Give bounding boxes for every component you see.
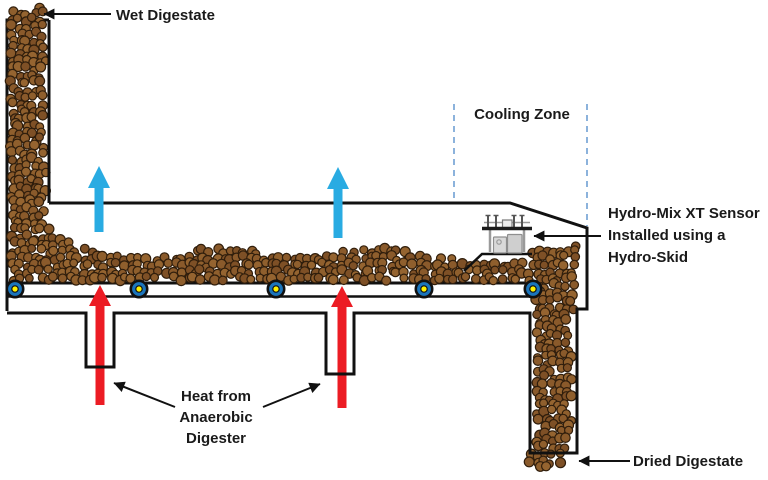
heat-label-arrow-left bbox=[113, 381, 176, 408]
heat-label-line3: Digester bbox=[186, 430, 246, 447]
belt-roller-icon bbox=[5, 279, 25, 299]
sensor-label-line2: Installed using a bbox=[608, 227, 726, 244]
hydro-skid-platform bbox=[463, 252, 532, 272]
belt-roller-icon bbox=[523, 279, 543, 299]
vapor-arrow-left bbox=[88, 166, 110, 232]
hydro-mix-sensor-icon bbox=[482, 214, 532, 254]
sensor-label-line1: Hydro-Mix XT Sensor bbox=[608, 205, 760, 222]
digestate-material bbox=[4, 2, 581, 472]
cooling-zone-label: Cooling Zone bbox=[474, 106, 570, 123]
vapor-arrow-right bbox=[327, 167, 349, 238]
wet-digestate-label: Wet Digestate bbox=[116, 7, 215, 24]
belt-roller-icon bbox=[129, 279, 149, 299]
heat-arrow-left bbox=[89, 285, 111, 405]
sensor-label-line3: Hydro-Skid bbox=[608, 249, 688, 266]
heat-label-arrow-right bbox=[262, 382, 321, 408]
heat-label-line1: Heat from bbox=[181, 388, 251, 405]
belt-rollers bbox=[5, 279, 543, 299]
heat-arrow-right bbox=[331, 286, 353, 408]
heat-label-line2: Anaerobic bbox=[179, 409, 252, 426]
belt-roller-icon bbox=[414, 279, 434, 299]
belt-roller-icon bbox=[266, 279, 286, 299]
dried-digestate-label: Dried Digestate bbox=[633, 453, 743, 470]
